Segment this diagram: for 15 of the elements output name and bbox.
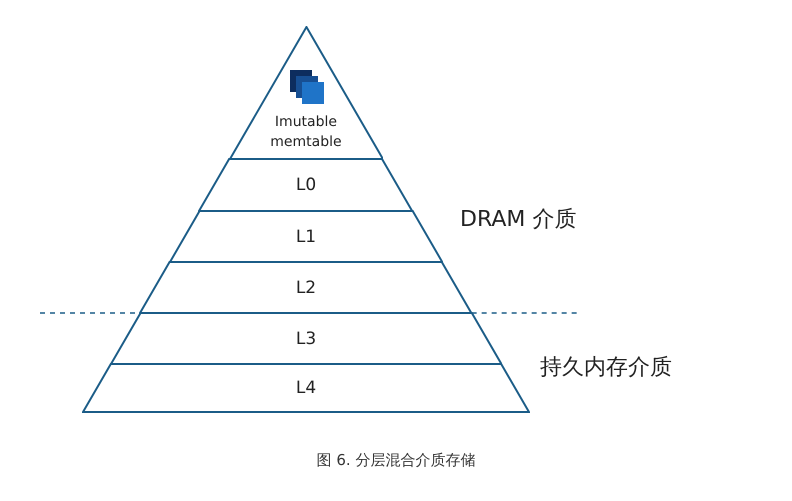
pyramid-layer xyxy=(82,363,530,413)
apex-label: Imutable memtable xyxy=(269,113,343,152)
layer-label: L2 xyxy=(296,278,316,298)
pyramid-layer xyxy=(139,261,473,314)
pyramid-layer xyxy=(110,312,502,365)
layer-label: L4 xyxy=(296,378,316,398)
pyramid-apex xyxy=(228,26,384,160)
layer-label: L0 xyxy=(296,175,316,195)
pyramid-layer xyxy=(198,158,414,212)
layer-label: L3 xyxy=(296,328,316,348)
figure-caption: 图 6. 分层混合介质存储 xyxy=(316,451,476,470)
layer-label: L1 xyxy=(296,226,316,246)
tier-label: 持久内存介质 xyxy=(540,354,672,382)
pyramid-layer xyxy=(168,210,444,263)
tier-label: DRAM 介质 xyxy=(460,206,576,234)
